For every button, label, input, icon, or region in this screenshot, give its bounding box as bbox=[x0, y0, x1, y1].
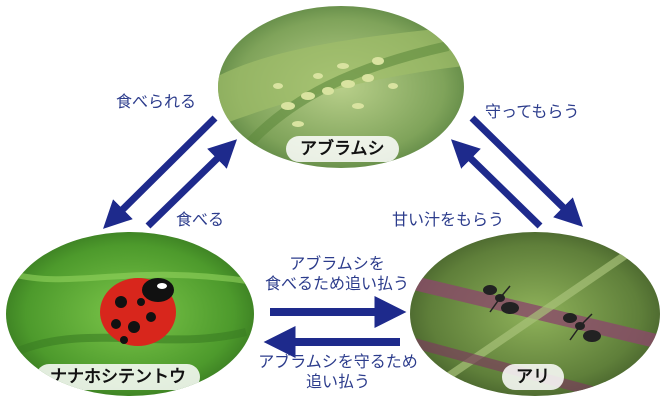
ladybug-photo: ナナホシテントウ bbox=[6, 232, 254, 396]
ant-photo: アリ bbox=[410, 232, 660, 396]
aphid-photo: アブラムシ bbox=[218, 6, 464, 168]
ladybug-to-ant-label: アブラムシを 食べるため追い払う bbox=[252, 254, 422, 294]
honeydew-label: 甘い汁をもらう bbox=[392, 210, 505, 229]
ant-label: アリ bbox=[502, 364, 564, 390]
arrow-aphid-to-ladybug bbox=[103, 115, 218, 229]
arrow-aphid-to-ant bbox=[469, 115, 583, 227]
eats-label: 食べる bbox=[176, 210, 225, 229]
eaten-label: 食べられる bbox=[116, 92, 197, 111]
arrow-ant-to-aphid bbox=[450, 139, 543, 229]
ant-to-ladybug-label: アブラムシを守るため 追い払う bbox=[248, 352, 428, 392]
ant-to-ladybug-line1: アブラムシを守るため bbox=[258, 352, 418, 371]
ladybug-to-ant-line1: アブラムシを bbox=[289, 254, 385, 273]
aphid-label: アブラムシ bbox=[286, 136, 399, 162]
ant-to-ladybug-line2: 追い払う bbox=[305, 372, 370, 391]
ladybug-label: ナナホシテントウ bbox=[36, 364, 200, 390]
ladybug-to-ant-line2: 食べるため追い払う bbox=[264, 274, 409, 293]
arrow-ladybug-to-aphid bbox=[145, 139, 238, 229]
protected-label: 守ってもらう bbox=[485, 102, 580, 121]
